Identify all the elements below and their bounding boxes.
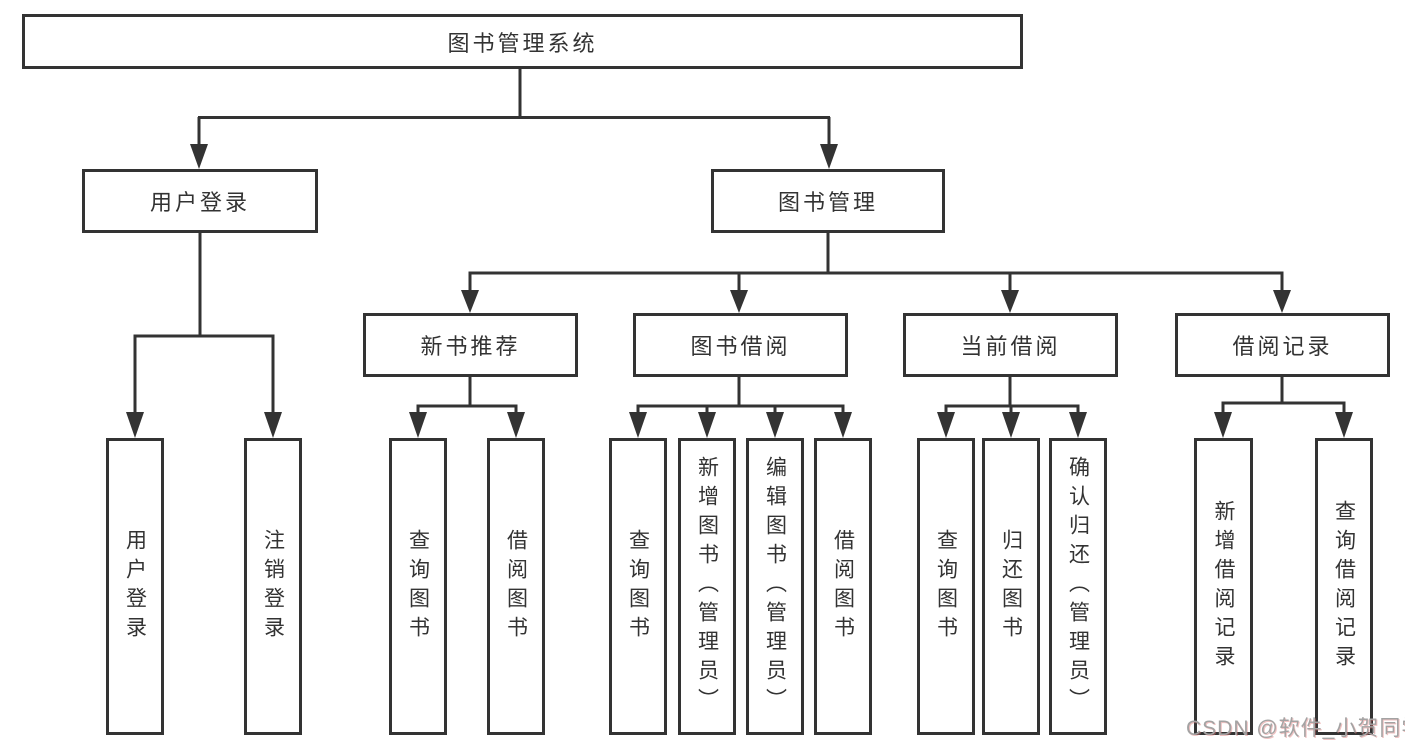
connector-arrow: [698, 406, 716, 438]
leaf-add-book-admin: 新增图书（管理员）: [678, 438, 736, 735]
node-new-book-recommend: 新书推荐: [363, 313, 578, 377]
leaf-borrow-book: 借阅图书: [814, 438, 872, 735]
leaf-query-book: 查询图书: [917, 438, 975, 735]
connector-arrow: [766, 406, 784, 438]
connector-arrow: [190, 117, 208, 169]
connector-arrow: [507, 406, 525, 438]
connector-arrow: [409, 406, 427, 438]
connector-arrow: [1069, 406, 1087, 438]
connector-arrow: [1335, 403, 1353, 438]
connector-arrow: [1273, 273, 1291, 313]
leaf-user-login: 用户登录: [106, 438, 164, 735]
leaf-borrow-book: 借阅图书: [487, 438, 545, 735]
connector-arrow: [820, 117, 838, 169]
leaf-query-borrow-record: 查询借阅记录: [1315, 438, 1373, 735]
leaf-edit-book-admin: 编辑图书（管理员）: [746, 438, 804, 735]
connector-arrow: [264, 336, 282, 438]
connector-arrow: [1214, 403, 1232, 438]
connector-arrow: [629, 406, 647, 438]
leaf-return-book: 归还图书: [982, 438, 1040, 735]
node-book-borrow: 图书借阅: [633, 313, 848, 377]
connector-arrow: [937, 406, 955, 438]
leaf-logout: 注销登录: [244, 438, 302, 735]
connector-arrow: [461, 273, 479, 313]
leaf-add-borrow-record: 新增借阅记录: [1194, 438, 1253, 735]
connector-arrow: [1001, 273, 1019, 313]
connector-arrow: [730, 273, 748, 313]
connector-arrow: [126, 336, 144, 438]
leaf-confirm-return-admin: 确认归还（管理员）: [1049, 438, 1107, 735]
leaf-query-book: 查询图书: [609, 438, 667, 735]
connector-arrow: [834, 406, 852, 438]
watermark: CSDN @软件_小贺同学: [1186, 717, 1405, 740]
node-borrow-records: 借阅记录: [1175, 313, 1390, 377]
connector-arrow: [1002, 406, 1020, 438]
node-root-system: 图书管理系统: [22, 14, 1023, 69]
node-current-borrow: 当前借阅: [903, 313, 1118, 377]
node-user-login: 用户登录: [82, 169, 318, 233]
node-book-management: 图书管理: [711, 169, 945, 233]
leaf-query-book: 查询图书: [389, 438, 447, 735]
